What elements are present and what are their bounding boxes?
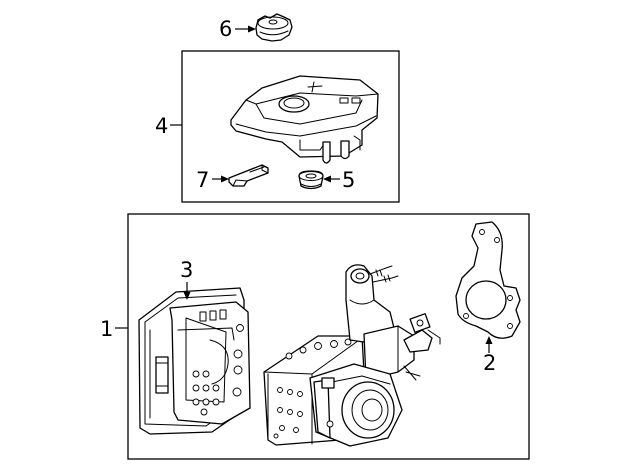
control-module-part: [138, 287, 251, 435]
brake-module-box: [127, 213, 530, 460]
callout-3: 3: [180, 258, 193, 300]
callout-1: 1: [100, 317, 128, 341]
callout-5: 5: [323, 168, 355, 192]
callout-5-label: 5: [342, 168, 355, 192]
callout-4-label: 4: [155, 114, 168, 138]
gasket-part: [455, 221, 521, 339]
callout-7: 7: [196, 168, 229, 192]
retaining-pin-part: [228, 164, 269, 187]
callout-4: 4: [155, 114, 182, 138]
callout-7-label: 7: [196, 168, 209, 192]
reservoir-group-box: [181, 50, 400, 203]
callout-2-label: 2: [483, 351, 496, 375]
callout-3-label: 3: [180, 258, 193, 282]
callout-6: 6: [219, 17, 256, 41]
grommet-part: [298, 170, 324, 190]
fluid-reservoir-part: [230, 75, 379, 164]
callout-6-label: 6: [219, 17, 232, 41]
callout-2: 2: [483, 336, 496, 375]
brake-booster-assembly-part: [263, 264, 441, 447]
callout-1-label: 1: [100, 317, 113, 341]
reservoir-cap-part: [255, 13, 293, 42]
